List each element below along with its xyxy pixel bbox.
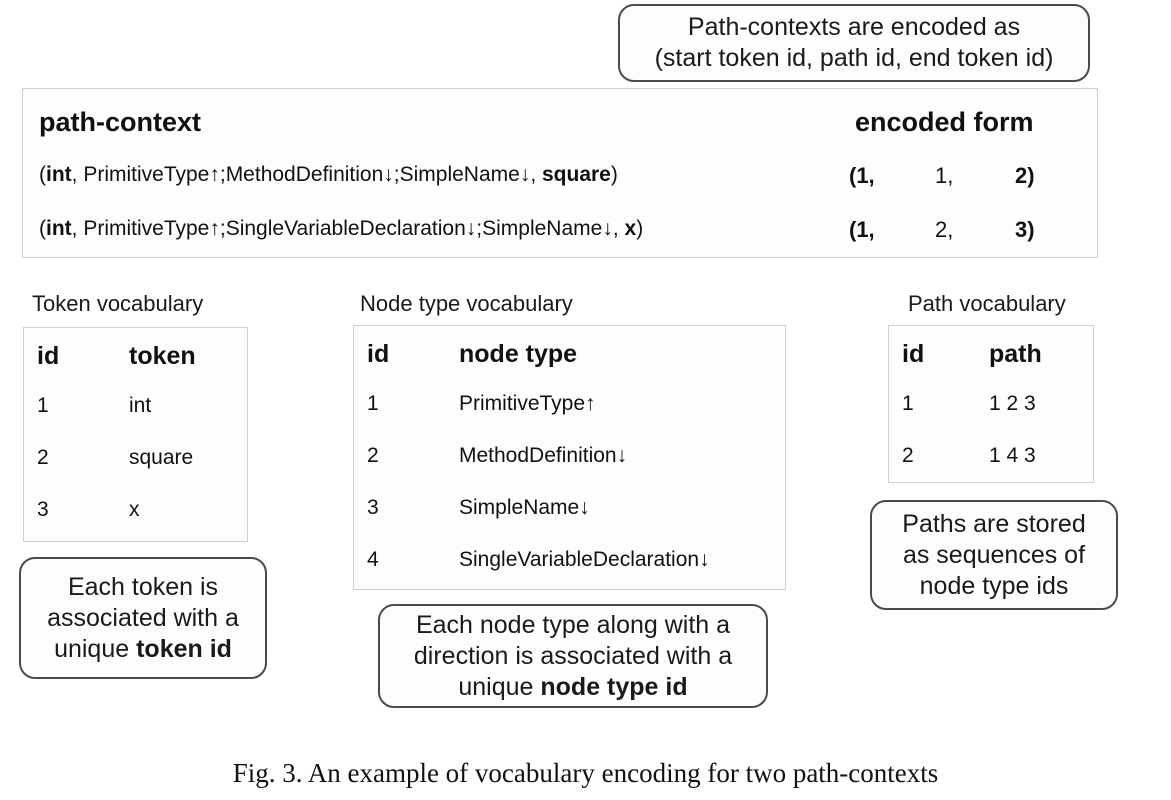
callout-token-id: Each token is associated with a unique t…	[19, 557, 267, 679]
table-row: (int, PrimitiveType↑;SingleVariableDecla…	[39, 217, 643, 241]
callout-bold-term: node type id	[540, 672, 688, 701]
callout-path-storage: Paths are stored as sequences of node ty…	[870, 500, 1118, 610]
path-context-header: path-context	[39, 107, 201, 137]
table-cell-value: 1 4 3	[989, 444, 1036, 467]
start-token: int	[46, 217, 72, 240]
encoded-path-id: 1,	[935, 163, 954, 188]
table-row: 1	[902, 392, 914, 415]
paren-open: (	[39, 217, 46, 240]
path-value-header: path	[989, 340, 1042, 368]
end-token: x	[624, 217, 637, 240]
callout-line: Path-contexts are encoded as	[687, 13, 1021, 41]
callout-line: Each token is	[67, 572, 219, 601]
callout-path-context-encoding: Path-contexts are encoded as (start toke…	[618, 4, 1090, 82]
table-cell-value: MethodDefinition↓	[459, 444, 628, 467]
table-row: 3	[367, 496, 379, 519]
table-cell-value: x	[129, 498, 140, 521]
callout-line: as sequences of	[902, 540, 1086, 569]
encoded-start-id-row2: (1,	[849, 217, 875, 243]
table-row: 2	[367, 444, 379, 467]
table-cell-value: int	[129, 394, 152, 417]
callout-line: associated with a	[47, 603, 239, 632]
path-string: , PrimitiveType↑;SingleVariableDeclarati…	[71, 217, 625, 240]
table-row: 2	[37, 446, 49, 469]
paren-close: )	[636, 217, 644, 240]
table-cell-value: SingleVariableDeclaration↓	[459, 548, 710, 571]
table-row: 2	[902, 444, 914, 467]
token-vocabulary-label: Token vocabulary	[32, 291, 204, 316]
token-value-header: token	[129, 342, 196, 370]
encoded-end-id-row2: 3)	[1015, 217, 1035, 243]
encoded-end-id-row1: 2)	[1015, 163, 1035, 189]
path-context-table: path-context encoded form (int, Primitiv…	[22, 88, 1098, 258]
encoded-path-id-row2: 2,	[935, 217, 953, 243]
token-vocabulary-table: id token 1 int 2 square 3 x	[23, 327, 248, 542]
encoded-start-id: (1,	[849, 163, 875, 188]
table-cell-value: square	[129, 446, 194, 469]
node-type-vocabulary-label: Node type vocabulary	[360, 291, 573, 316]
callout-line-last: unique node type id	[458, 672, 687, 703]
callout-line: direction is associated with a	[413, 641, 733, 670]
callout-line-prefix: unique	[54, 634, 137, 663]
path-string: , PrimitiveType↑;MethodDefinition↓;Simpl…	[71, 163, 542, 186]
path-id-header: id	[902, 340, 925, 368]
callout-node-type-id: Each node type along with a direction is…	[378, 604, 768, 708]
node-id-header: id	[367, 340, 390, 368]
table-cell-value: PrimitiveType↑	[459, 392, 596, 415]
callout-line-prefix: unique	[458, 672, 541, 701]
encoded-start-id: (1,	[849, 217, 875, 242]
table-row: 3	[37, 498, 49, 521]
node-type-header: node type	[459, 340, 578, 368]
paren-close: )	[610, 163, 618, 186]
callout-line-last: unique token id	[54, 634, 232, 665]
encoded-end-id: 3)	[1015, 217, 1035, 242]
encoded-form-header: encoded form	[855, 107, 1034, 137]
encoded-end-id: 2)	[1015, 163, 1035, 188]
callout-bold-term: token id	[136, 634, 232, 663]
encoded-path-id: 2,	[935, 217, 954, 242]
encoded-path-id-row1: 1,	[935, 163, 953, 189]
callout-line: Paths are stored	[902, 509, 1086, 538]
callout-line: node type ids	[919, 571, 1069, 600]
path-vocabulary-label: Path vocabulary	[908, 291, 1066, 316]
table-row: 1	[37, 394, 49, 417]
table-cell-value: SimpleName↓	[459, 496, 590, 519]
table-row: (int, PrimitiveType↑;MethodDefinition↓;S…	[39, 163, 618, 187]
encoded-start-id-row1: (1,	[849, 163, 875, 189]
figure-caption: Fig. 3. An example of vocabulary encodin…	[232, 758, 939, 788]
table-row: 4	[367, 548, 379, 571]
start-token: int	[46, 163, 72, 186]
callout-line: Each node type along with a	[415, 610, 731, 639]
end-token: square	[542, 163, 611, 186]
token-id-header: id	[37, 342, 60, 370]
path-vocabulary-table: id path 1 1 2 3 2 1 4 3	[888, 325, 1094, 483]
table-row: 1	[367, 392, 379, 415]
table-cell-value: 1 2 3	[989, 392, 1036, 415]
node-type-vocabulary-table: id node type 1 PrimitiveType↑ 2 MethodDe…	[353, 325, 786, 590]
callout-line: (start token id, path id, end token id)	[654, 44, 1054, 72]
paren-open: (	[39, 163, 46, 186]
